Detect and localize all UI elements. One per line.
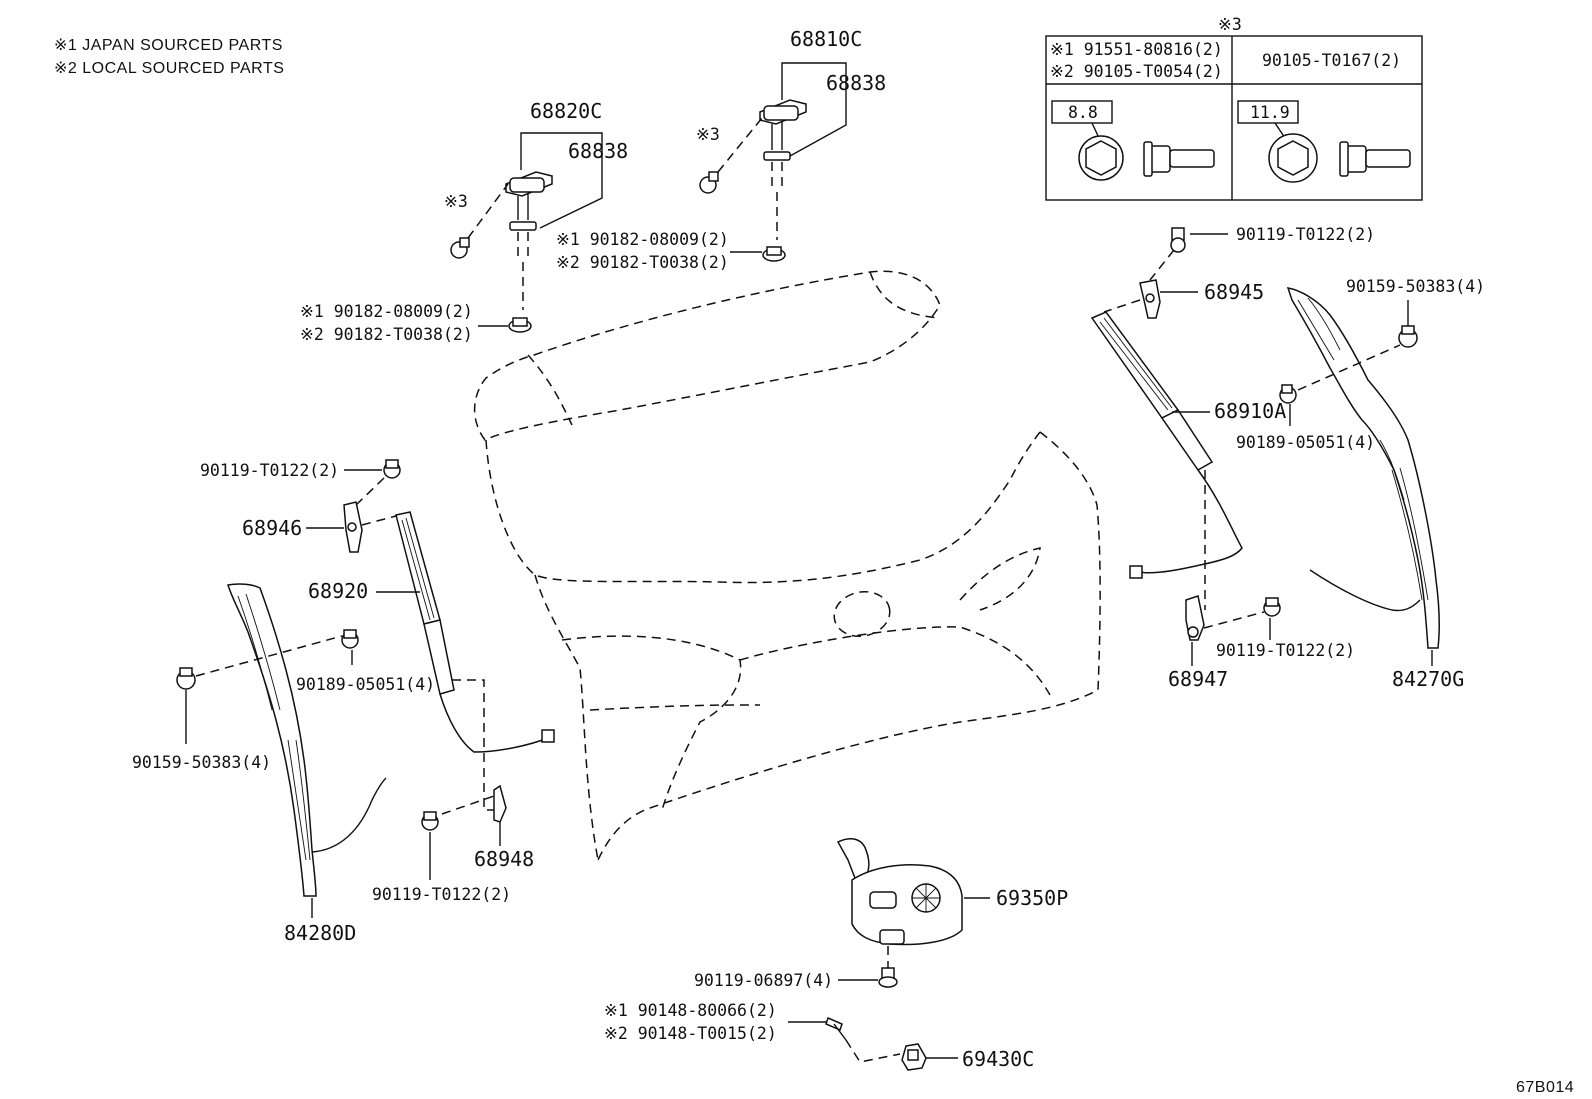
spec-right-size-box	[1237, 100, 1299, 124]
label-90119-06897: 90119-06897(4)	[694, 971, 833, 990]
label-90189-left: 90189-05051(4)	[296, 675, 435, 694]
spec-left-header-2: ※2 90105-T0054(2)	[1050, 62, 1223, 81]
striker-69430C	[901, 1043, 927, 1071]
spec-left-header-1: ※1 91551-80816(2)	[1050, 40, 1223, 59]
label-68946: 68946	[242, 516, 302, 540]
label-69430C: 69430C	[962, 1047, 1034, 1071]
nut-icon	[508, 317, 532, 333]
label-screw-2: ※2 90148-T0015(2)	[604, 1024, 777, 1043]
nut-icon	[762, 246, 786, 262]
hinge-68810C	[759, 99, 807, 192]
label-bolt-r-top: 90119-T0122(2)	[1236, 225, 1375, 244]
spec-left-size: 8.8	[1068, 103, 1098, 122]
label-84280D: 84280D	[284, 921, 356, 945]
grommet-icon	[341, 629, 359, 649]
bolt-icon	[1263, 597, 1281, 617]
bracket-68946	[343, 501, 363, 553]
label-68820C: 68820C	[530, 99, 602, 123]
label-90159-right: 90159-50383(4)	[1346, 277, 1485, 296]
door-closer-69350P	[836, 837, 963, 946]
back-door-outline	[473, 270, 1101, 861]
gas-strut-68920	[395, 511, 555, 753]
bolt-icon	[450, 237, 470, 259]
flange-bolt-icon	[1143, 141, 1215, 177]
bolt-icon	[421, 811, 439, 831]
label-hinge-nut-left-1: ※1 90182-08009(2)	[300, 302, 473, 321]
bracket-68947	[1185, 595, 1205, 641]
label-90189-right: 90189-05051(4)	[1236, 433, 1375, 452]
label-bolt-r-bottom: 90119-T0122(2)	[1216, 641, 1355, 660]
label-bolt-l-bottom: 90119-T0122(2)	[372, 885, 511, 904]
label-68920: 68920	[308, 579, 368, 603]
spec-right-header: 90105-T0167(2)	[1262, 51, 1401, 70]
pinch-sensor-84270G	[1286, 287, 1441, 649]
flange-nut-icon	[1078, 135, 1124, 181]
figure-code: 67B014	[1516, 1079, 1574, 1096]
label-hinge-nut-right-2: ※2 90182-T0038(2)	[556, 253, 729, 272]
label-hinge-nut-left-2: ※2 90182-T0038(2)	[300, 325, 473, 344]
label-90159-left: 90159-50383(4)	[132, 753, 271, 772]
bolt-icon	[878, 967, 898, 988]
label-bolt-l-top: 90119-T0122(2)	[200, 461, 339, 480]
flange-nut-icon	[1268, 133, 1318, 183]
clip-icon	[176, 667, 196, 690]
hinge-68820C	[505, 171, 553, 262]
label-screw-1: ※1 90148-80066(2)	[604, 1001, 777, 1020]
label-68810C: 68810C	[790, 27, 862, 51]
grommet-icon	[1279, 384, 1297, 404]
spec-table-frame	[1045, 35, 1423, 201]
label-hinge-nut-right-1: ※1 90182-08009(2)	[556, 230, 729, 249]
screw-icon	[825, 1016, 847, 1041]
bracket-68945	[1139, 279, 1161, 319]
label-69350P: 69350P	[996, 886, 1068, 910]
label-68838-left: 68838	[568, 139, 628, 163]
pinch-sensor-84280D	[227, 583, 317, 897]
label-68947: 68947	[1168, 667, 1228, 691]
bracket-68948	[493, 784, 507, 823]
bolt-icon	[383, 459, 401, 479]
label-68948: 68948	[474, 847, 534, 871]
spec-table: ※3 ※1 91551-80816(2) ※2 90105-T0054(2) 9…	[1045, 15, 1423, 201]
label-84270G: 84270G	[1392, 667, 1464, 691]
label-68838-right: 68838	[826, 71, 886, 95]
spec-left-size-box	[1051, 100, 1113, 124]
legend-japan: ※1 JAPAN SOURCED PARTS	[54, 37, 283, 54]
clip-icon	[1398, 325, 1418, 348]
spec-table-mark: ※3	[1218, 15, 1242, 34]
label-mark3-left: ※3	[444, 192, 468, 211]
gas-strut-68910A	[1090, 311, 1243, 579]
spec-right-size: 11.9	[1250, 103, 1290, 122]
label-68945: 68945	[1204, 280, 1264, 304]
legend-local: ※2 LOCAL SOURCED PARTS	[54, 60, 284, 77]
label-68910A: 68910A	[1214, 399, 1286, 423]
label-mark3-right: ※3	[696, 125, 720, 144]
bolt-icon	[1170, 227, 1186, 253]
flange-bolt-icon	[1339, 141, 1411, 177]
bolt-icon	[699, 171, 719, 194]
